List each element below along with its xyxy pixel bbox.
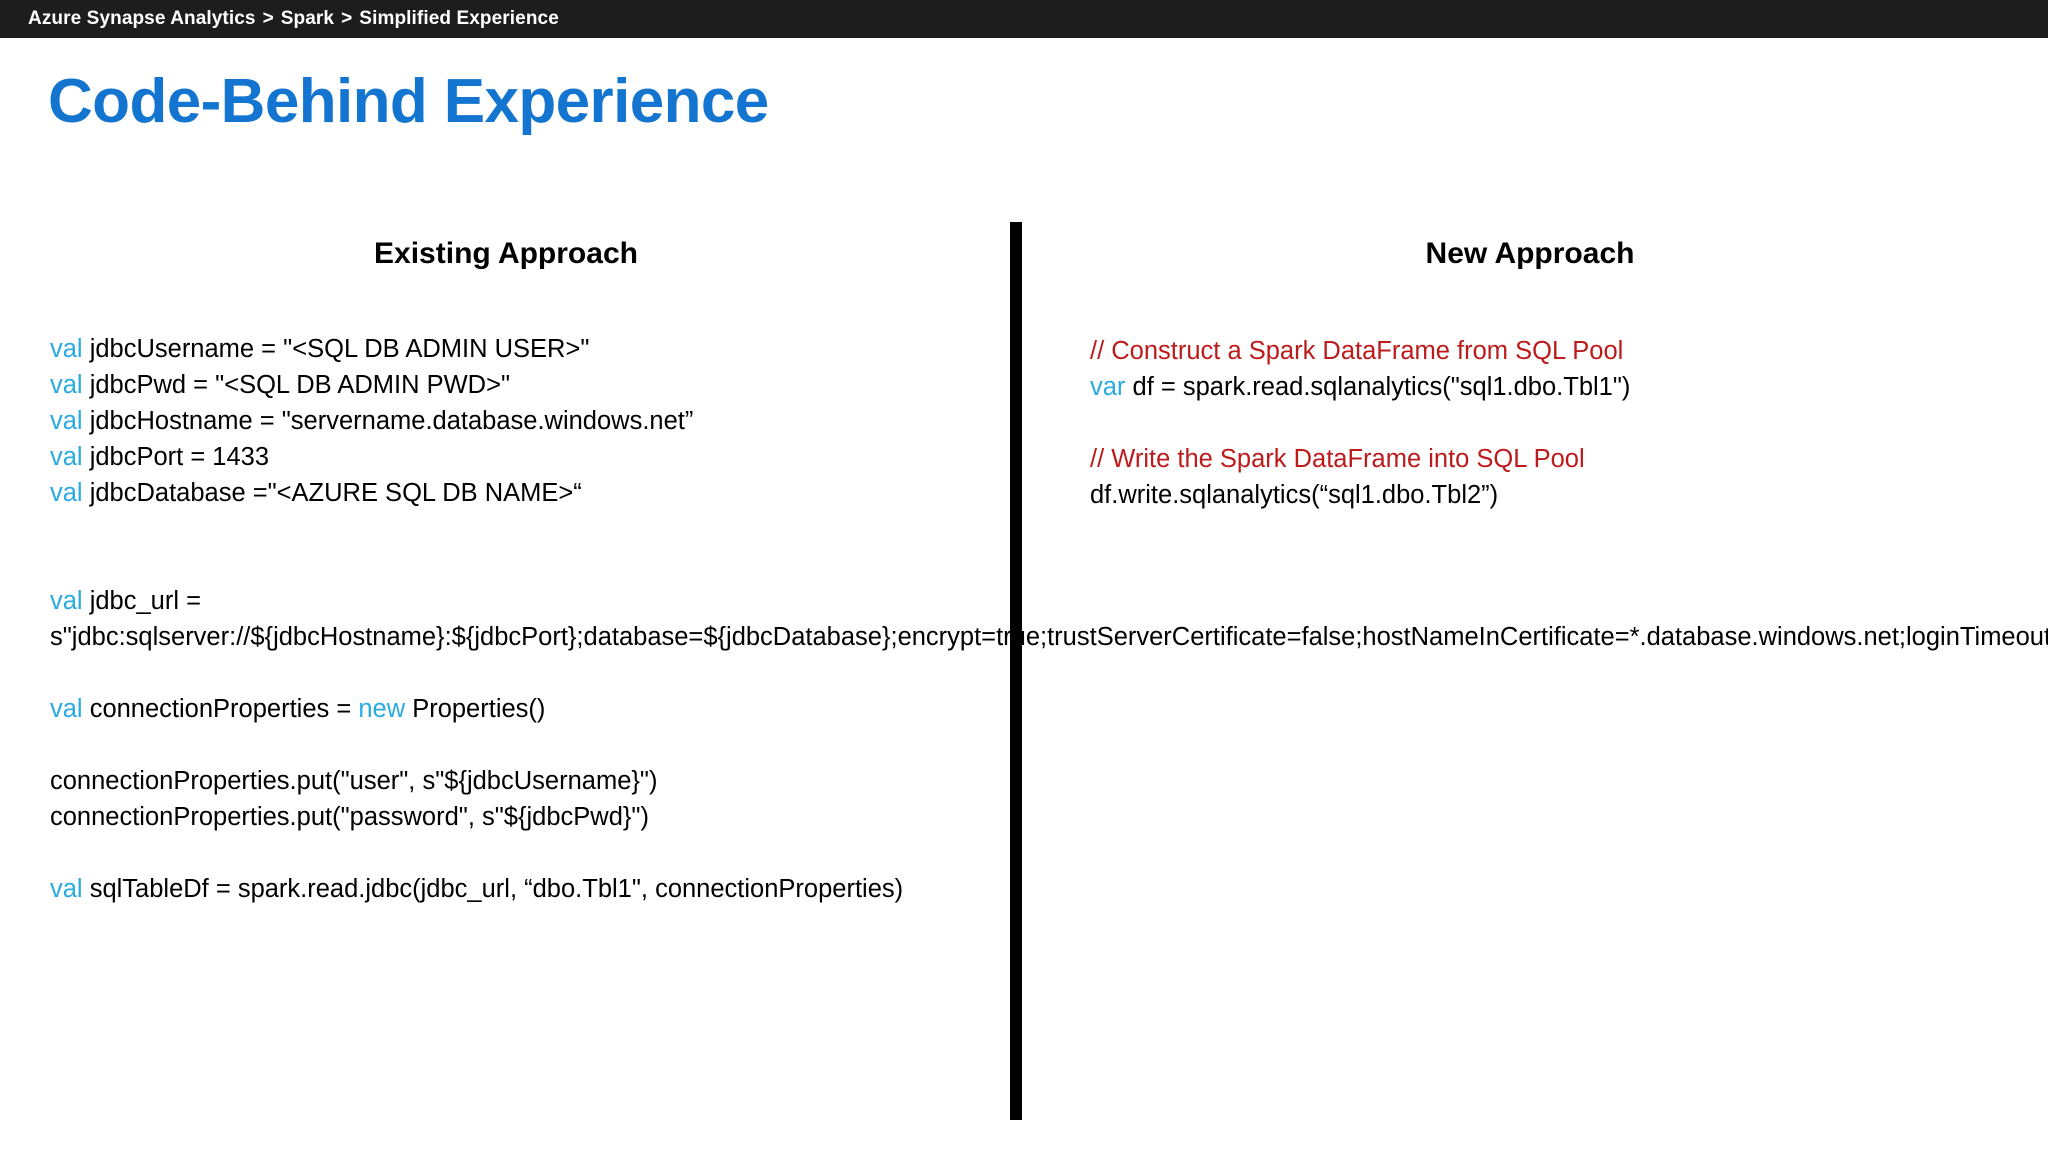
existing-code-line-12: connectionProperties.put("user", s"${jdb… <box>50 763 990 799</box>
existing-approach-code: val jdbcUsername = "<SQL DB ADMIN USER>"… <box>50 331 2048 907</box>
new-code-comment-3: // Write the Spark DataFrame into SQL Po… <box>1090 445 1585 473</box>
new-code-line-3: // Write the Spark DataFrame into SQL Po… <box>1090 441 1990 477</box>
existing-code-keyword-7: val <box>50 587 83 615</box>
existing-code-keyword-15: val <box>50 875 83 903</box>
existing-code-line-5 <box>50 511 990 547</box>
existing-code-text-2: jdbcHostname = "servername.database.wind… <box>82 407 694 435</box>
existing-code-text-3: jdbcPort = 1433 <box>82 443 270 471</box>
existing-code-keyword-3: val <box>50 443 83 471</box>
existing-code-keyword-10: val <box>50 695 83 723</box>
existing-code-keyword-1: val <box>50 371 83 399</box>
existing-code-keyword-2: val <box>50 407 83 435</box>
existing-code-keyword-4: val <box>50 479 83 507</box>
new-code-line-1: var df = spark.read.sqlanalytics("sql1.d… <box>1090 369 1990 405</box>
existing-code-text-8: s"jdbc:sqlserver://${jdbcHostname}:${jdb… <box>50 623 2048 651</box>
breadcrumb-item-2[interactable]: Simplified Experience <box>359 8 559 29</box>
new-code-line-2 <box>1090 405 1990 441</box>
existing-code-line-2: val jdbcHostname = "servername.database.… <box>50 403 990 439</box>
existing-approach-heading: Existing Approach <box>374 237 638 270</box>
existing-code-text-4: jdbcDatabase ="<AZURE SQL DB NAME>“ <box>82 479 582 507</box>
existing-code-text-10: connectionProperties = <box>82 695 359 723</box>
existing-code-keyword-0: val <box>50 335 83 363</box>
breadcrumb-item-1[interactable]: Spark <box>280 8 335 29</box>
existing-code-line-11 <box>50 727 990 763</box>
breadcrumb-item-0[interactable]: Azure Synapse Analytics <box>28 8 256 29</box>
existing-code-line-1: val jdbcPwd = "<SQL DB ADMIN PWD>" <box>50 367 990 403</box>
existing-code-line-14 <box>50 835 990 871</box>
new-code-comment-0: // Construct a Spark DataFrame from SQL … <box>1090 337 1624 365</box>
page-title: Code-Behind Experience <box>48 67 769 136</box>
new-approach-code: // Construct a Spark DataFrame from SQL … <box>1090 333 1990 513</box>
existing-code-text-15: sqlTableDf = spark.read.jdbc(jdbc_url, “… <box>82 875 904 903</box>
existing-code-line-13: connectionProperties.put("password", s"$… <box>50 799 990 835</box>
existing-code-text-13: connectionProperties.put("password", s"$… <box>50 803 649 831</box>
existing-code-line-9 <box>50 655 990 691</box>
new-code-keyword-1: var <box>1090 373 1126 401</box>
existing-code-text-1: jdbcPwd = "<SQL DB ADMIN PWD>" <box>82 371 511 399</box>
existing-code-text-7: jdbc_url = <box>82 587 201 615</box>
new-code-text-4: df.write.sqlanalytics(“sql1.dbo.Tbl2”) <box>1090 481 1499 509</box>
breadcrumb: Azure Synapse Analytics > Spark > Simpli… <box>28 8 559 30</box>
existing-code-line-0: val jdbcUsername = "<SQL DB ADMIN USER>" <box>50 331 990 367</box>
top-breadcrumb-bar: Azure Synapse Analytics > Spark > Simpli… <box>0 0 2048 38</box>
new-code-line-0: // Construct a Spark DataFrame from SQL … <box>1090 333 1990 369</box>
new-code-text-1: df = spark.read.sqlanalytics("sql1.dbo.T… <box>1125 373 1631 401</box>
existing-code-line-6 <box>50 547 990 583</box>
existing-code-line-7: val jdbc_url = <box>50 583 990 619</box>
existing-code-line-8: s"jdbc:sqlserver://${jdbcHostname}:${jdb… <box>50 619 2048 655</box>
existing-code-line-10: val connectionProperties = new Propertie… <box>50 691 990 727</box>
new-code-line-4: df.write.sqlanalytics(“sql1.dbo.Tbl2”) <box>1090 477 1990 513</box>
existing-code-line-15: val sqlTableDf = spark.read.jdbc(jdbc_ur… <box>50 871 990 907</box>
column-divider <box>1010 222 1022 1120</box>
breadcrumb-separator-1: > <box>341 8 353 29</box>
existing-code-line-3: val jdbcPort = 1433 <box>50 439 990 475</box>
breadcrumb-separator-0: > <box>262 8 274 29</box>
existing-code-line-4: val jdbcDatabase ="<AZURE SQL DB NAME>“ <box>50 475 990 511</box>
existing-code-text-0: jdbcUsername = "<SQL DB ADMIN USER>" <box>82 335 590 363</box>
new-approach-heading: New Approach <box>1425 237 1635 270</box>
existing-code-text-12: connectionProperties.put("user", s"${jdb… <box>50 767 658 795</box>
existing-code-keyword2-10: new <box>358 695 406 723</box>
existing-code-text2-10: Properties() <box>405 695 546 723</box>
